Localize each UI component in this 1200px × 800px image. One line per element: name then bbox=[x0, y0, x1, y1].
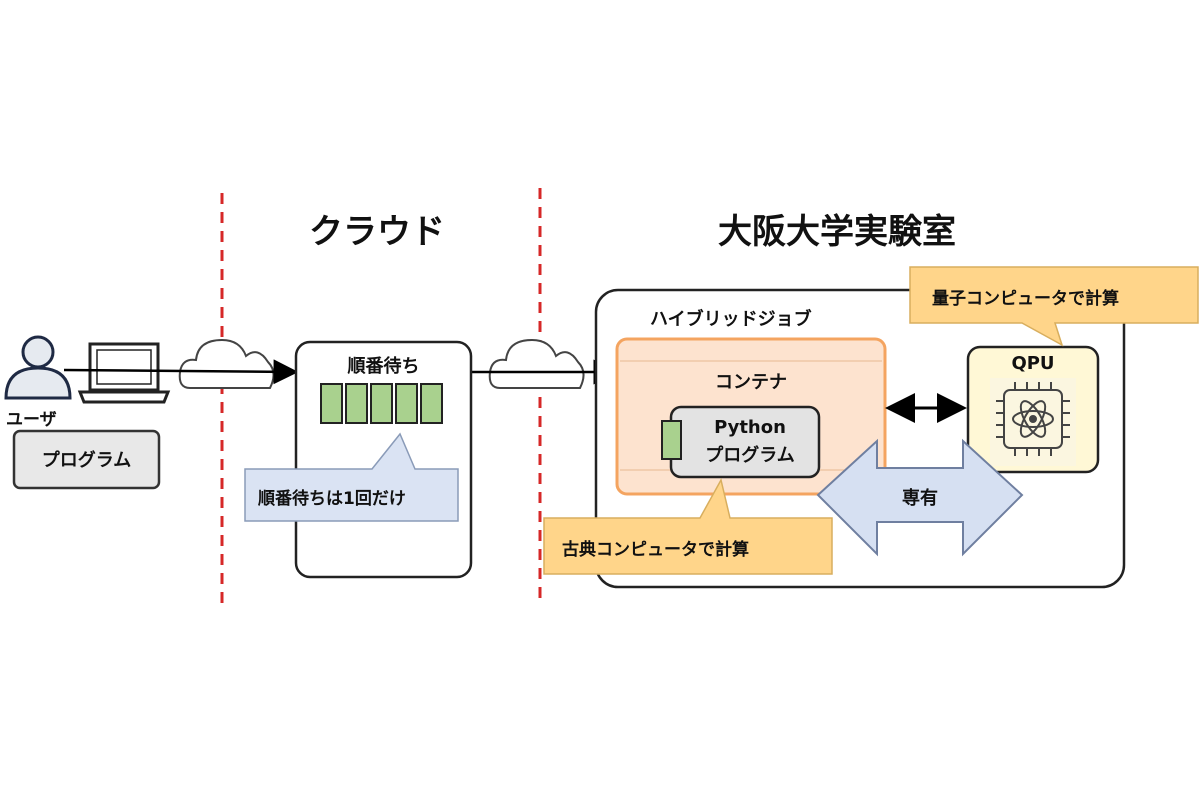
queue-slot bbox=[320, 383, 343, 424]
arrow-user-to-queue bbox=[63, 359, 299, 385]
user-program-box bbox=[12, 429, 161, 490]
queue-slot bbox=[395, 383, 418, 424]
user-icon bbox=[4, 335, 72, 400]
qpu-label: QPU bbox=[1011, 353, 1055, 374]
cloud-section-title: クラウド bbox=[309, 212, 445, 252]
queue-slot bbox=[370, 383, 393, 424]
cloud-icon bbox=[488, 338, 585, 389]
classical-callout bbox=[543, 477, 833, 575]
python-program-marker bbox=[661, 420, 682, 460]
cloud-icon bbox=[178, 338, 275, 389]
python-program-line2: プログラム bbox=[705, 445, 795, 466]
quantum-chip-icon bbox=[996, 382, 1070, 456]
queue-slot bbox=[345, 383, 368, 424]
queue-callout-text: 順番待ちは1回だけ bbox=[258, 489, 406, 509]
classical-callout-text: 古典コンピュータで計算 bbox=[562, 540, 749, 560]
qpu-callout bbox=[909, 266, 1199, 347]
python-program-line1: Python bbox=[714, 417, 786, 438]
dedicated-label: 専有 bbox=[902, 488, 938, 509]
laptop-icon bbox=[77, 342, 171, 404]
lab-section-title: 大阪大学実験室 bbox=[718, 212, 956, 252]
queue-slot bbox=[420, 383, 443, 424]
user-label: ユーザ bbox=[6, 410, 57, 430]
container-title: コンテナ bbox=[715, 372, 787, 393]
dedicated-arrow bbox=[816, 438, 1024, 557]
qpu-callout-text: 量子コンピュータで計算 bbox=[932, 289, 1119, 309]
user-program-label: プログラム bbox=[41, 450, 132, 471]
queue-title: 順番待ち bbox=[347, 356, 420, 377]
queue-callout bbox=[244, 432, 459, 522]
queue-slots bbox=[320, 383, 443, 424]
hybrid-job-title: ハイブリッドジョブ bbox=[650, 309, 812, 330]
